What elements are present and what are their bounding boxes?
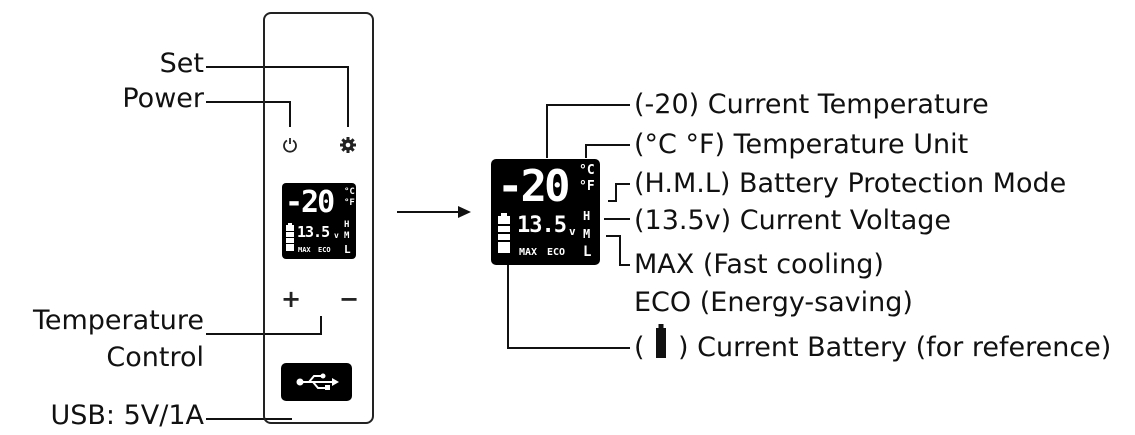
legend-current-battery: ) Current Battery (for reference) — [678, 332, 1112, 363]
lcd-unit-f: °F — [579, 179, 595, 194]
lcd-mode-h: H — [583, 209, 591, 223]
legend-current-voltage: (13.5v) Current Voltage — [634, 205, 952, 236]
panel-lcd-unit-c: °C — [344, 187, 355, 197]
legend-current-temperature: (-20) Current Temperature — [634, 89, 989, 120]
battery-icon — [656, 324, 666, 358]
power-icon[interactable] — [282, 137, 298, 153]
legend-eco: ECO (Energy-saving) — [634, 287, 913, 318]
arrow-right-icon — [397, 206, 471, 218]
legend-battery-open: ( — [634, 332, 645, 363]
lcd-max: MAX — [519, 247, 538, 258]
lcd-unit-c: °C — [579, 163, 595, 178]
panel-lcd-voltage: 13.5 — [297, 223, 330, 241]
legend-battery-protection-mode: (H.M.L) Battery Protection Mode — [634, 168, 1067, 199]
panel-lcd-temperature: -20 — [285, 185, 335, 220]
panel-lcd-mode-m: M — [344, 231, 350, 241]
panel-lcd: -20 °C °F 13.5 v H M L MAX ECO — [282, 183, 356, 259]
usb-label: USB: 5V/1A — [50, 400, 205, 431]
plus-button[interactable]: + — [281, 285, 302, 313]
panel-lcd-eco: ECO — [318, 246, 331, 254]
usb-icon — [296, 373, 339, 390]
usb-port — [281, 363, 352, 401]
gear-icon[interactable] — [340, 137, 356, 153]
panel-lcd-max: MAX — [298, 246, 311, 254]
panel-lcd-mode-l: L — [344, 243, 351, 256]
lcd-eco: ECO — [547, 247, 566, 258]
lcd-temperature: -20 — [497, 161, 571, 212]
legend-max: MAX (Fast cooling) — [634, 249, 884, 280]
control-panel — [263, 12, 374, 424]
lcd-voltage: 13.5 — [517, 213, 567, 238]
panel-lcd-mode-h: H — [344, 220, 350, 230]
temperature-control-label-line2: Control — [106, 342, 204, 373]
lcd-battery-icon — [498, 213, 510, 253]
minus-button[interactable]: − — [339, 285, 360, 313]
panel-lcd-battery-icon — [286, 223, 294, 251]
set-label: Set — [159, 48, 204, 79]
legend-temperature-unit: (°C °F) Temperature Unit — [634, 129, 969, 160]
enlarged-lcd: -20 °C °F 13.5 v H M L MAX ECO — [491, 159, 600, 265]
lcd-mode-l: L — [583, 244, 592, 260]
power-label: Power — [122, 83, 204, 114]
temperature-control-label-line1: Temperature — [32, 305, 204, 336]
lcd-voltage-unit: v — [569, 225, 576, 238]
panel-lcd-voltage-unit: v — [334, 231, 339, 240]
panel-lcd-unit-f: °F — [344, 198, 355, 208]
lcd-mode-m: M — [583, 227, 591, 241]
